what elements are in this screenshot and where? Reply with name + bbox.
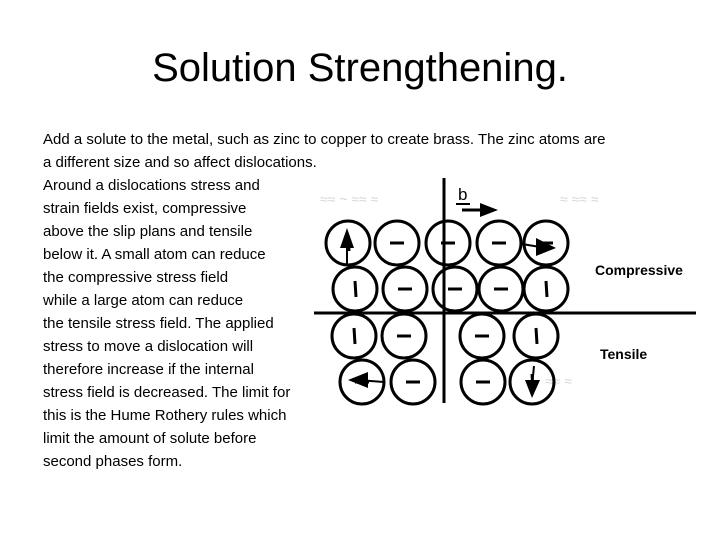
compressive-label: Compressive bbox=[595, 262, 683, 278]
atom-circle bbox=[389, 358, 437, 406]
ghost-text: ≈ ≈≈ ≈ bbox=[560, 191, 599, 207]
atom-mark bbox=[534, 327, 539, 345]
atom-circle bbox=[522, 265, 570, 313]
atom-circle bbox=[424, 219, 472, 267]
atom-circle bbox=[475, 219, 523, 267]
atom-circle bbox=[380, 312, 428, 360]
atom-circle bbox=[381, 265, 429, 313]
slide-title: Solution Strengthening. bbox=[152, 46, 568, 90]
force-arrow bbox=[525, 365, 540, 398]
atom-circle bbox=[522, 219, 570, 267]
atom-mark bbox=[353, 280, 358, 298]
paragraph-line: Around a dislocations stress and bbox=[43, 177, 260, 194]
paragraph-line: Add a solute to the metal, such as zinc … bbox=[43, 131, 606, 148]
tensile-label: Tensile bbox=[600, 346, 648, 362]
atom-circle bbox=[459, 358, 507, 406]
ghost-text: ≈≈ ≈ bbox=[545, 373, 572, 389]
paragraph-line: a different size and so affect dislocati… bbox=[43, 154, 317, 171]
atom-circle bbox=[458, 312, 506, 360]
paragraph-line: this is the Hume Rothery rules which bbox=[43, 407, 287, 424]
force-arrow bbox=[348, 372, 385, 388]
atom-circle bbox=[512, 312, 560, 360]
atom-circle bbox=[373, 219, 421, 267]
burgers-vector-arrow bbox=[462, 203, 498, 217]
force-arrow bbox=[521, 238, 556, 256]
paragraph-line: stress field is decreased. The limit for bbox=[43, 384, 291, 401]
atom-circle bbox=[508, 358, 556, 406]
dislocation-diagram: ≈≈ ~ ≈≈ ≈ ≈ ≈≈ ≈ ≈≈ ≈ b bbox=[314, 178, 696, 406]
paragraph-line: limit the amount of solute before bbox=[43, 430, 257, 447]
atom-circle bbox=[431, 265, 479, 313]
paragraph-line: strain fields exist, compressive bbox=[43, 200, 247, 217]
paragraph-line: above the slip plans and tensile bbox=[43, 223, 253, 240]
paragraph-line: therefore increase if the internal bbox=[43, 361, 254, 378]
paragraph-line: stress to move a dislocation will bbox=[43, 338, 254, 355]
burgers-vector-label: b bbox=[458, 185, 467, 204]
atom-circle bbox=[330, 312, 378, 360]
paragraph-line: while a large atom can reduce bbox=[43, 292, 244, 309]
atom-mark bbox=[352, 327, 357, 345]
atom-circle bbox=[331, 265, 379, 313]
paragraph-line: the tensile stress field. The applied bbox=[43, 315, 274, 332]
paragraph-line: below it. A small atom can reduce bbox=[43, 246, 266, 263]
atom-mark bbox=[544, 280, 549, 298]
ghost-text: ≈≈ ~ ≈≈ ≈ bbox=[320, 191, 379, 207]
body-paragraph: Add a solute to the metal, such as zinc … bbox=[43, 128, 606, 473]
paragraph-line: the compressive stress field bbox=[43, 269, 229, 286]
atom-lattice bbox=[324, 219, 570, 406]
paragraph-line: second phases form. bbox=[43, 453, 183, 470]
ghost-background-text: ≈≈ ~ ≈≈ ≈ ≈ ≈≈ ≈ ≈≈ ≈ bbox=[320, 191, 599, 389]
force-arrow bbox=[340, 228, 354, 266]
